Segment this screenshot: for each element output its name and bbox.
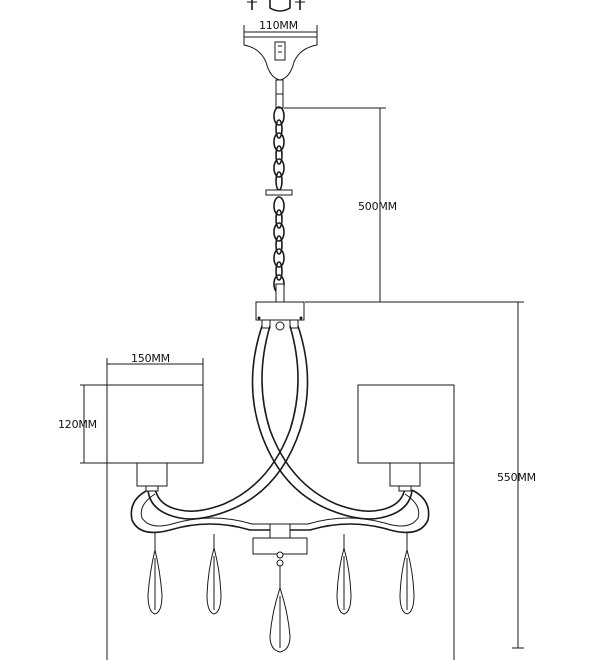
shade-width-label: 150MM xyxy=(131,352,170,365)
shade-height-dimension: 120MM xyxy=(58,384,107,464)
chain-link xyxy=(275,209,283,229)
body-height-label: 550MM xyxy=(497,471,536,484)
curved-arms xyxy=(130,325,430,539)
shade-height-label: 120MM xyxy=(58,418,97,431)
canopy-width-dimension: 110MM xyxy=(243,19,318,38)
chain-link xyxy=(275,119,283,139)
top-hub xyxy=(255,301,305,331)
canopy-width-label: 110MM xyxy=(259,19,298,32)
mounting-hardware xyxy=(247,0,305,12)
shade-width-dimension: 150MM xyxy=(106,352,204,385)
crystal-drop xyxy=(336,534,352,615)
chain-link xyxy=(273,106,285,126)
chain-link xyxy=(273,132,285,152)
chain-length-label: 500MM xyxy=(358,200,397,213)
crystal-drop xyxy=(206,534,222,615)
suspension-chain xyxy=(265,79,293,303)
crystal-drop xyxy=(147,532,163,615)
right-lamp-shade xyxy=(357,384,455,464)
chain-link xyxy=(273,248,285,268)
chain-link xyxy=(273,222,285,242)
chain-link xyxy=(273,158,285,178)
chain-link xyxy=(275,235,283,255)
chain-link xyxy=(275,145,283,165)
chain-link xyxy=(275,261,283,281)
chain-link xyxy=(273,196,285,216)
left-lamp-holder xyxy=(136,461,168,492)
left-lamp-shade xyxy=(106,384,204,464)
ceiling-canopy xyxy=(243,36,318,81)
bottom-hub xyxy=(252,537,308,567)
right-lamp-holder xyxy=(389,461,421,492)
crystal-drop xyxy=(269,566,291,653)
crystal-drop xyxy=(399,532,415,615)
body-height-dimension: 550MM xyxy=(305,301,536,649)
chain-length-dimension: 500MM xyxy=(284,107,397,303)
chain-link xyxy=(275,171,283,191)
crystal-drops xyxy=(147,532,415,653)
extension-lines xyxy=(106,463,455,660)
